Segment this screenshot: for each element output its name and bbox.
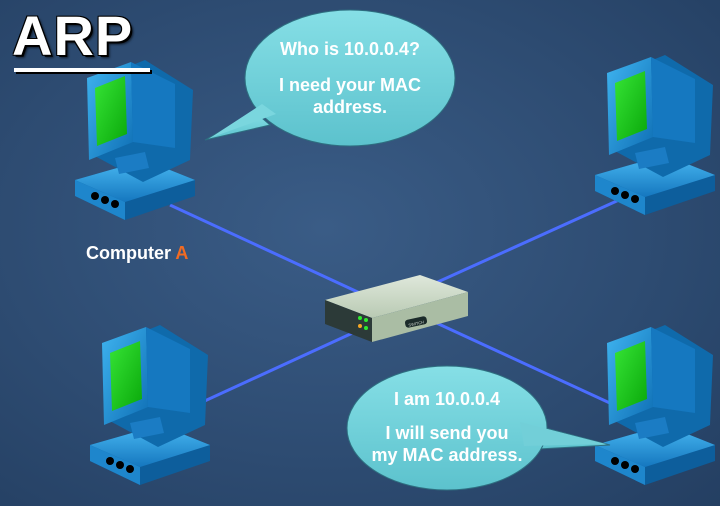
- link-computer-top-right: [419, 193, 631, 292]
- switch-label: SWITCH: [408, 319, 425, 327]
- bubble-bottom-line1: I am 10.0.0.4: [393, 389, 501, 409]
- computer-a-label-text: Computer: [86, 243, 176, 263]
- speech-bubble-bottom: [346, 365, 611, 491]
- link-computer-a: [169, 203, 376, 302]
- switch-icon: SWITCH: [325, 275, 468, 342]
- computer-bottom-right-icon: [595, 325, 715, 485]
- computer-bottom-left-icon: [90, 325, 210, 485]
- computer-a-icon: [75, 60, 195, 220]
- link-computer-bottom-left: [184, 323, 371, 412]
- bubble-bottom-text: I am 10.0.0.4 I will send you my MAC add…: [357, 388, 537, 466]
- bubble-top-line3: address.: [312, 97, 388, 117]
- bubble-top-line1: Who is 10.0.0.4?: [279, 39, 421, 59]
- bubble-bottom-line3: my MAC address.: [371, 445, 523, 465]
- bubble-top-line2: I need your MAC: [278, 75, 421, 95]
- title-underline: [14, 68, 150, 72]
- speech-bubble-top: [204, 9, 456, 147]
- computer-a-label-accent: A: [175, 243, 189, 263]
- link-computer-bottom-right: [429, 318, 626, 412]
- bubble-top-text: Who is 10.0.0.4? I need your MAC address…: [255, 38, 445, 118]
- computer-a-label: Computer A: [86, 243, 188, 264]
- page-title: ARP: [12, 4, 134, 67]
- computer-top-right-icon: [595, 55, 715, 215]
- bubble-bottom-line2: I will send you: [385, 423, 509, 443]
